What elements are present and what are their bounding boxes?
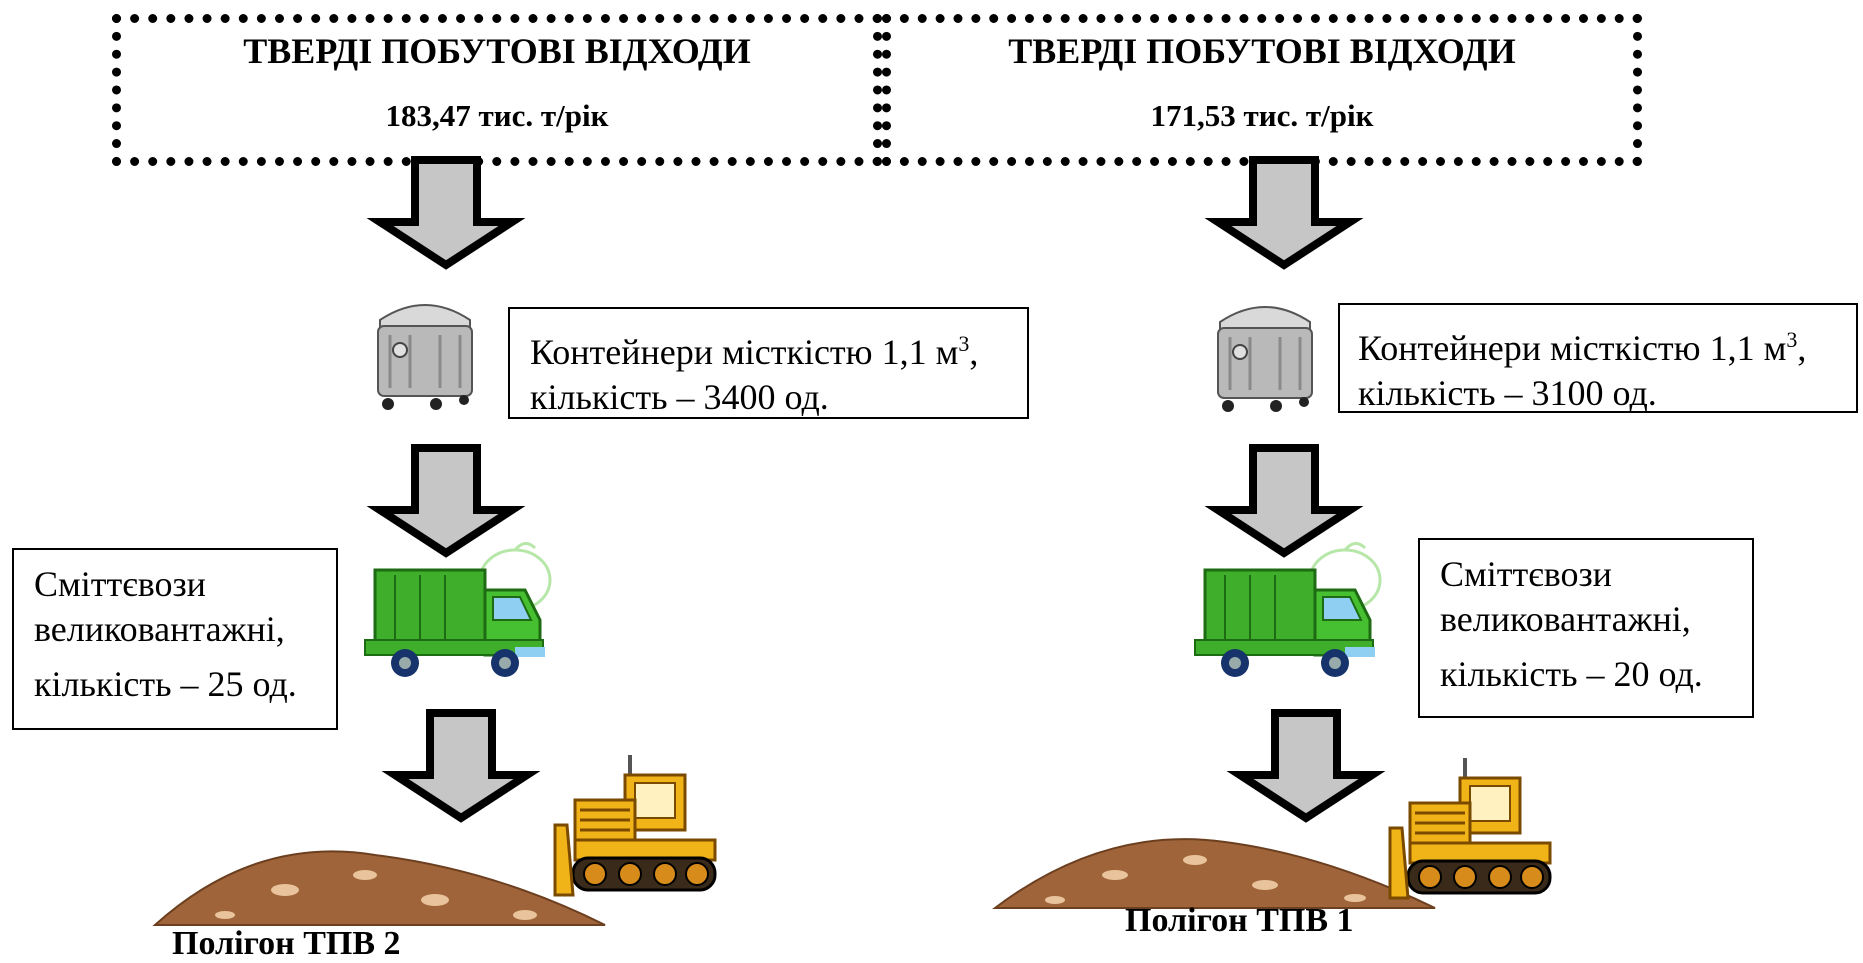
right-landfill-label: Полігон ТПВ 1	[1125, 902, 1354, 939]
left-truck-line-3: кількість – 25 од.	[34, 664, 297, 704]
right-truck-line-1: Сміттєвози	[1440, 554, 1612, 594]
down-arrow-icon	[1240, 713, 1372, 818]
down-arrow-icon	[1218, 160, 1350, 265]
right-container-sup: 3	[1786, 327, 1798, 352]
right-truck-line-2: великовантажні,	[1440, 599, 1691, 639]
garbage-truck-icon	[1193, 541, 1382, 679]
bulldozer-icon	[553, 753, 717, 897]
right-container-text-1: Контейнери місткістю 1,1 м	[1358, 328, 1787, 368]
right-container-text-1-end: ,	[1797, 328, 1807, 368]
right-truck-box: Сміттєвози великовантажні, кількість – 2…	[1418, 538, 1754, 718]
left-container-text-1: Контейнери місткістю 1,1 м	[530, 332, 959, 372]
down-arrow-icon	[395, 713, 527, 818]
left-truck-box: Сміттєвози великовантажні, кількість – 2…	[12, 548, 338, 730]
left-landfill-label: Полігон ТПВ 2	[172, 925, 401, 962]
left-container-text-1-end: ,	[969, 332, 979, 372]
left-header-box	[112, 14, 882, 166]
right-container-text-2: кількість – 3100 од.	[1358, 373, 1657, 413]
left-header-title: ТВЕРДІ ПОБУТОВІ ВІДХОДИ	[243, 31, 751, 71]
left-truck-line-1: Сміттєвози	[34, 564, 206, 604]
right-truck-line-3: кількість – 20 од.	[1440, 654, 1703, 694]
waste-container-icon	[376, 303, 474, 412]
right-container-box: Контейнери місткістю 1,1 м3, кількість –…	[1338, 303, 1858, 413]
garbage-truck-icon	[363, 541, 552, 679]
left-container-sup: 3	[958, 331, 970, 356]
right-header-title: ТВЕРДІ ПОБУТОВІ ВІДХОДИ	[1008, 31, 1516, 71]
right-header-amount: 171,53 тис. т/рік	[1150, 98, 1374, 133]
down-arrow-icon	[380, 160, 512, 265]
left-container-text-2: кількість – 3400 од.	[530, 377, 829, 417]
waste-container-icon	[1216, 305, 1314, 414]
left-header-amount: 183,47 тис. т/рік	[385, 98, 609, 133]
landfill-mound-icon	[992, 838, 1436, 909]
landfill-mound-icon	[152, 850, 606, 926]
left-container-box: Контейнери місткістю 1,1 м3, кількість –…	[508, 307, 1029, 419]
bulldozer-icon	[1388, 756, 1552, 900]
left-truck-line-2: великовантажні,	[34, 609, 285, 649]
